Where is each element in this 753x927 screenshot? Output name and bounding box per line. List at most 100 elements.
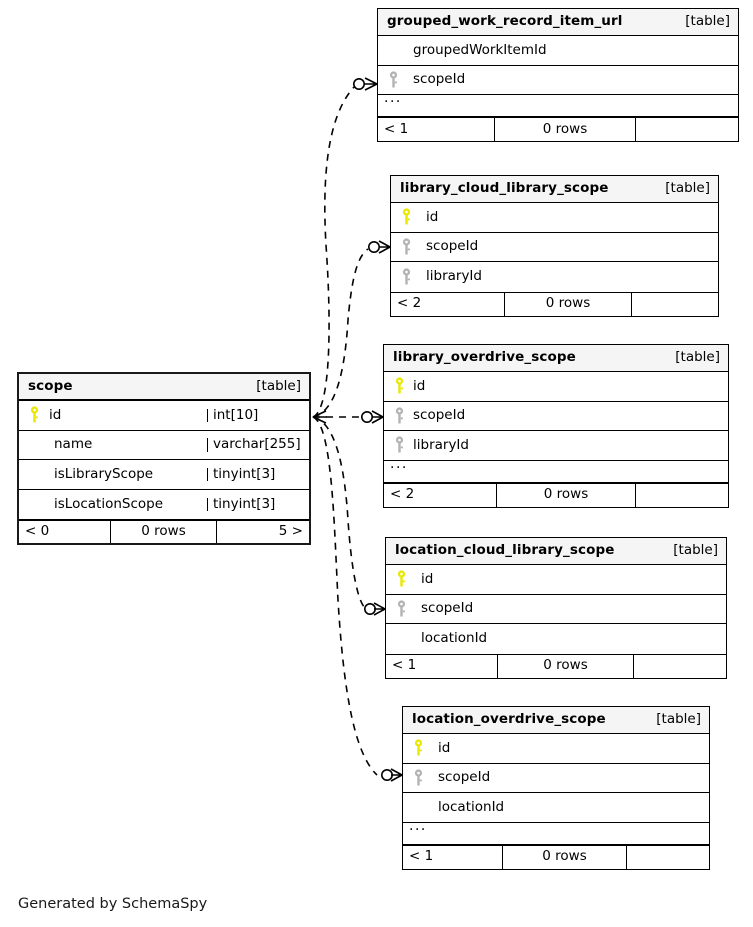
table-row[interactable]: isLibraryScope tinyint[3]	[19, 460, 309, 490]
column-name: scopeId	[438, 771, 491, 785]
footer-row-count: 0 rows	[111, 521, 217, 543]
table-row[interactable]: scopeId	[386, 595, 726, 624]
table-kind-label: [table]	[656, 711, 701, 728]
foreign-key-icon	[389, 407, 409, 425]
table-row[interactable]: scopeId	[391, 233, 718, 262]
footer-children-count	[632, 293, 718, 316]
column-name: name	[54, 438, 93, 452]
table-kind-label: [table]	[685, 13, 730, 30]
ellipsis-label: ...	[384, 91, 402, 105]
table-row[interactable]: libraryId	[384, 431, 728, 461]
table-title: grouped_work_record_item_url	[387, 13, 623, 30]
table-header: location_overdrive_scope [table]	[403, 707, 709, 734]
table-library-overdrive-scope[interactable]: library_overdrive_scope [table] id scope…	[383, 344, 729, 508]
zero-marker	[360, 410, 373, 423]
edge-scope-to-grouped-work-record-item-url	[312, 85, 356, 418]
column-name: isLocationScope	[54, 497, 164, 511]
footer-parents-count: < 0	[19, 521, 111, 543]
foreign-key-icon	[389, 436, 409, 454]
column-name: groupedWorkItemId	[413, 43, 547, 57]
footer-parents-count: < 1	[403, 845, 503, 869]
column-name: id	[413, 379, 426, 393]
table-row[interactable]: locationId	[403, 793, 709, 823]
ellipsis-label: ...	[409, 818, 427, 833]
footer-parents-count: < 1	[378, 118, 495, 141]
more-columns-indicator: ...	[384, 457, 728, 483]
table-title: scope	[28, 377, 73, 394]
footer-row-count: 0 rows	[497, 483, 636, 507]
primary-key-icon	[389, 377, 409, 395]
edge-scope-to-library-cloud-library-scope	[312, 248, 369, 418]
foreign-key-icon	[408, 769, 428, 787]
table-row[interactable]: id	[384, 372, 728, 402]
column-name: scopeId	[413, 409, 466, 423]
zero-marker	[352, 78, 365, 91]
table-footer: < 2 0 rows	[391, 291, 718, 316]
column-name: scopeId	[426, 240, 479, 254]
column-name: locationId	[438, 800, 505, 814]
table-kind-label: [table]	[673, 542, 718, 559]
table-row[interactable]: locationId	[386, 624, 726, 654]
ellipsis-label: ...	[390, 456, 408, 471]
table-row[interactable]: scopeId	[384, 402, 728, 431]
table-row[interactable]: scopeId	[378, 66, 738, 95]
table-row[interactable]: libraryId	[391, 262, 718, 292]
table-scope[interactable]: scope [table] id int[10] name varchar[25…	[17, 372, 311, 545]
table-footer: < 1 0 rows	[403, 844, 709, 869]
footer-children-count	[634, 655, 726, 678]
table-kind-label: [table]	[665, 180, 710, 197]
table-title: location_overdrive_scope	[412, 711, 606, 728]
footer-row-count: 0 rows	[505, 292, 632, 316]
table-footer: < 1 0 rows	[378, 117, 738, 141]
column-name: id	[438, 741, 451, 755]
edge-scope-to-location-overdrive-scope	[312, 416, 378, 776]
more-columns-indicator: ...	[403, 819, 709, 845]
table-header: library_overdrive_scope [table]	[384, 345, 728, 372]
footer-parents-count: < 2	[391, 292, 505, 316]
table-row[interactable]: name varchar[255]	[19, 431, 309, 460]
table-location-overdrive-scope[interactable]: location_overdrive_scope [table] id scop…	[402, 706, 710, 870]
crowsfoot	[390, 768, 403, 782]
crowsfoot	[371, 410, 384, 424]
zero-marker	[363, 602, 376, 615]
table-footer: < 2 0 rows	[384, 482, 728, 507]
table-title: library_cloud_library_scope	[400, 180, 609, 197]
table-header: library_cloud_library_scope [table]	[391, 176, 718, 203]
table-row[interactable]: id	[386, 565, 726, 595]
generated-by-label: Generated by SchemaSpy	[18, 896, 208, 912]
table-row[interactable]: id	[403, 734, 709, 764]
column-name: id	[49, 408, 62, 422]
footer-children-count: 5 >	[278, 523, 303, 540]
table-location-cloud-library-scope[interactable]: location_cloud_library_scope [table] id …	[385, 537, 727, 679]
table-footer: < 1 0 rows	[386, 653, 726, 678]
footer-row-count: 0 rows	[503, 845, 627, 869]
zero-marker	[380, 768, 393, 781]
table-header: grouped_work_record_item_url [table]	[378, 9, 738, 36]
table-kind-label: [table]	[675, 349, 720, 366]
footer-parents-count: < 2	[384, 483, 497, 507]
table-row[interactable]: scopeId	[403, 764, 709, 793]
column-name: id	[421, 572, 434, 586]
table-row[interactable]: id int[10]	[19, 401, 309, 431]
column-name: isLibraryScope	[54, 467, 154, 481]
table-footer: < 0 0 rows 5 >	[19, 519, 309, 543]
footer-row-count: 0 rows	[498, 654, 634, 678]
column-type: tinyint[3]	[207, 467, 309, 481]
foreign-key-icon	[383, 71, 403, 89]
edge-scope-to-location-cloud-library-scope	[312, 416, 366, 609]
table-header: location_cloud_library_scope [table]	[386, 538, 726, 565]
column-type: int[10]	[207, 408, 309, 422]
table-title: library_overdrive_scope	[393, 349, 576, 366]
table-grouped-work-record-item-url[interactable]: grouped_work_record_item_url [table] gro…	[377, 8, 739, 142]
foreign-key-icon	[396, 268, 416, 286]
footer-parents-count: < 1	[386, 654, 498, 678]
foreign-key-icon	[396, 238, 416, 256]
footer-children-count	[636, 484, 728, 507]
table-library-cloud-library-scope[interactable]: library_cloud_library_scope [table] id s…	[390, 175, 719, 317]
primary-key-icon	[24, 406, 44, 424]
primary-key-icon	[408, 739, 428, 757]
table-row[interactable]: groupedWorkItemId	[378, 36, 738, 66]
table-row[interactable]: id	[391, 203, 718, 233]
table-row[interactable]: isLocationScope tinyint[3]	[19, 490, 309, 520]
